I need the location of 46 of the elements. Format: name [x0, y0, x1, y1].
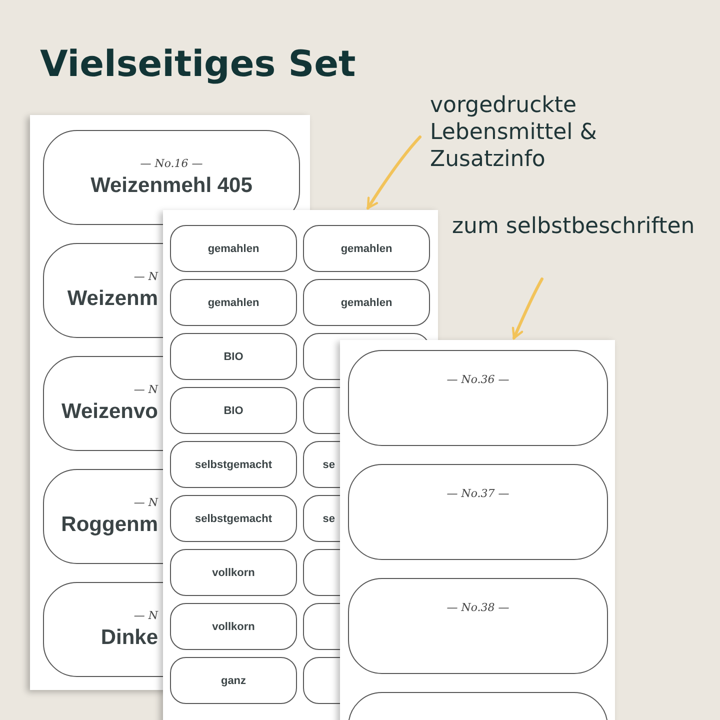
label-text: Roggenm	[61, 513, 158, 537]
label-text: gemahlen	[208, 296, 260, 308]
info-label	[170, 603, 297, 650]
info-label	[170, 441, 297, 488]
label-text: BIO	[224, 350, 244, 362]
info-label	[170, 549, 297, 596]
label-text: gemahlen	[340, 296, 392, 308]
number-text: — N	[134, 270, 158, 283]
number-text: — N	[134, 609, 158, 622]
label-text: Weizenm	[67, 287, 158, 311]
label-text: vollkorn	[212, 620, 255, 632]
label-text: Dinke	[100, 626, 158, 650]
number-text: — N	[134, 496, 158, 509]
info-label	[170, 495, 297, 542]
label-text: se	[322, 458, 335, 470]
number-text: — No.16 —	[140, 157, 203, 170]
info-label	[170, 279, 297, 326]
callout-text: vorgedruckte Lebensmittel & Zusatzinfo	[430, 92, 690, 182]
label-text: Weizenmehl 405	[90, 174, 252, 198]
info-label	[170, 225, 297, 272]
info-label	[303, 225, 430, 272]
label-text: gemahlen	[208, 242, 260, 254]
info-label	[170, 657, 297, 704]
label-text: selbstgemacht	[194, 458, 272, 470]
callout-text: zum selbstbeschriften	[452, 213, 712, 273]
label-text: ganz	[220, 674, 246, 686]
label-text: se	[322, 512, 335, 524]
label-text: Weizenvo	[62, 400, 158, 424]
label-text: selbstgemacht	[194, 512, 272, 524]
title: Vielseitiges Set	[40, 44, 356, 85]
number-text: — No.36 —	[446, 373, 510, 386]
label-sheet	[340, 340, 615, 720]
label-text: BIO	[224, 404, 244, 416]
food-label	[348, 350, 608, 446]
label-text: vollkorn	[212, 566, 255, 578]
food-label	[348, 464, 608, 560]
arrow	[366, 136, 422, 210]
info-label	[303, 279, 430, 326]
number-text: — N	[134, 383, 158, 396]
info-label	[170, 387, 297, 434]
number-text: — No.38 —	[446, 601, 510, 614]
info-label	[170, 333, 297, 380]
food-label	[348, 578, 608, 674]
number-text: — No.37 —	[446, 487, 510, 500]
arrow	[512, 278, 544, 340]
label-text: gemahlen	[340, 242, 392, 254]
